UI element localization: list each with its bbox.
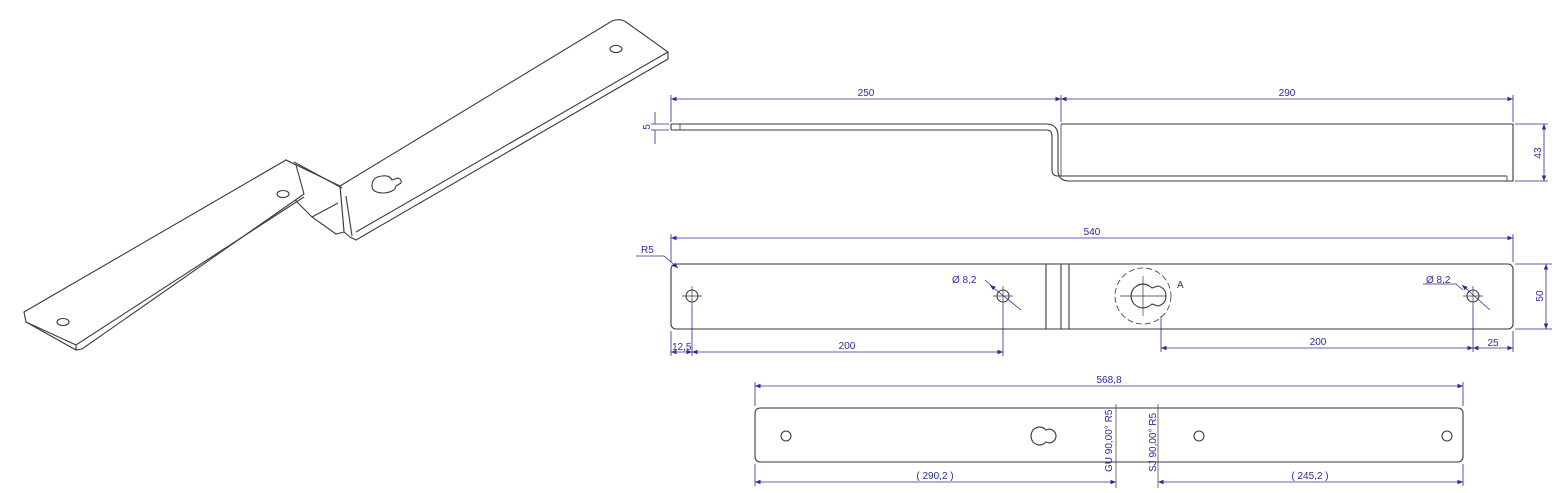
dim-flat-right-segment: ( 245,2 ) [1291,471,1328,482]
flat-view: GU 90,00° R5 SJ 90,00° R5 568,8 ( 290,2 … [754,375,1464,488]
dim-hole-dia-left: Ø 8,2 [952,275,977,286]
bend-note-up: GU 90,00° R5 [1104,409,1115,472]
iso-keyhole [371,175,402,194]
dim-top-spacing-right: 200 [1310,337,1327,348]
dim-top-width: 50 [1535,290,1546,302]
dim-side-right-length: 290 [1279,88,1296,99]
flat-hole-2 [1193,430,1205,442]
iso-bend-wall [285,158,345,235]
iso-hole-upper [609,44,623,54]
flat-hole-1 [780,430,792,442]
flat-keyhole [1030,426,1057,446]
section-mark-a: A [1177,280,1184,291]
top-view: A 540 R5 Ø 8,2 Ø 8,2 50 12,5 200 200 25 [636,227,1552,356]
bend-note-down: SJ 90,00° R5 [1148,413,1159,472]
dim-side-thickness: 5 [642,124,653,130]
dim-top-spacing-left: 200 [839,341,856,352]
dim-side-height: 43 [1533,147,1544,159]
top-view-outline [670,263,1514,330]
iso-hole-lower-near [56,317,70,327]
iso-hole-lower-far [276,189,290,199]
dim-flat-length: 568,8 [1096,375,1121,386]
dim-side-left-length: 250 [858,88,875,99]
dim-top-total-length: 540 [1084,227,1101,238]
keyhole-detail-circle [1114,267,1172,325]
iso-lower-flange [23,159,305,351]
iso-upper-flange [339,19,669,241]
flat-hole-3 [1441,430,1453,442]
flat-view-outline [754,407,1464,463]
dim-flat-left-segment: ( 290,2 ) [916,471,953,482]
side-view: 250 290 5 43 [642,88,1548,182]
isometric-view [23,19,669,351]
dim-top-edge-offset: 12,5 [672,342,692,353]
dim-top-right-offset: 25 [1487,338,1499,349]
dim-top-radius: R5 [641,245,654,256]
dim-hole-dia-right: Ø 8,2 [1426,275,1451,286]
